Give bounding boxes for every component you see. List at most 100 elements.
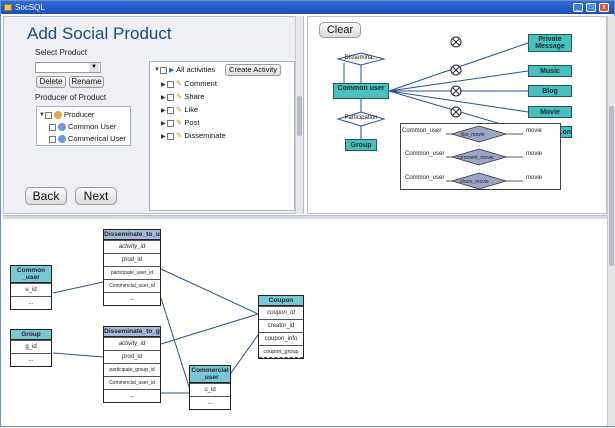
checkbox[interactable] [167,132,174,140]
entity-field: participate_user_id [104,266,160,279]
tree-item-producer[interactable]: ▼Producer [39,110,95,120]
popup-left: Common_user [402,128,442,134]
minimize-button[interactable]: _ [573,3,583,12]
entity-field: ... [11,296,51,309]
entity-coupon[interactable]: Coupon coupon_id creator_id coupon_info … [258,295,304,359]
entity-common-user[interactable]: Common _user u_id ... [10,265,52,310]
close-button[interactable]: x [599,3,609,12]
wrench-icon: ✎ [176,131,183,140]
wrench-icon: ✎ [176,92,183,101]
checkbox[interactable] [45,111,52,119]
link-markers [450,36,462,118]
checkbox[interactable] [49,123,56,131]
expand-icon[interactable]: ▼ [39,112,45,119]
checkbox[interactable] [167,119,174,127]
app-icon [4,4,12,11]
blog-node[interactable]: Blog [528,85,572,97]
entity-field: ... [104,389,160,402]
window-scrollbar[interactable] [607,16,615,426]
wrench-icon: ✎ [176,118,183,127]
expand-icon[interactable]: ▶ [161,107,166,114]
entity-title: Common _user [11,266,51,283]
activity-item[interactable]: ▶✎ Post [161,118,200,127]
play-icon: ▶ [169,67,175,74]
vertical-scrollbar[interactable] [295,16,303,214]
popup-left: Common_user [405,151,445,157]
disseminate-diamond-label[interactable]: Dissemina... [344,55,378,61]
window-title: SocSQL [15,3,45,12]
entity-field: Commercial_user_id [104,376,160,389]
entity-commercial-user[interactable]: Commercial _user u_id ... [189,365,231,410]
checkbox[interactable] [160,66,167,74]
common-user-node[interactable]: Common user [333,83,389,99]
expand-icon[interactable]: ▶ [161,81,166,88]
delete-button[interactable]: Delete [36,76,66,88]
expand-icon[interactable]: ▼ [154,67,160,74]
popup-right: movie [526,128,543,134]
entity-field: prod_id [104,350,160,363]
entity-disseminate-g[interactable]: Disseminate_to_g activity_id prod_id par… [103,326,161,403]
popup-right: movie [526,151,543,157]
activity-item[interactable]: ▶✎ Like [161,105,199,114]
entity-title: Disseminate_to_g [104,327,160,337]
entity-field: activity_id [104,337,160,350]
product-select[interactable]: ▼ [35,62,101,73]
entity-field: ... [104,292,160,305]
checkbox[interactable] [49,135,56,143]
clear-button[interactable]: Clear [319,22,361,38]
diamond-disseminate [336,52,386,66]
diamond-participation [336,111,386,127]
entity-field: creator_id [259,319,303,332]
entity-group[interactable]: Group g_id ... [10,329,52,367]
next-button[interactable]: Next [75,187,117,205]
user-icon [58,123,66,132]
scroll-thumb[interactable] [297,96,302,136]
expand-icon[interactable]: ▶ [161,94,166,101]
checkbox[interactable] [167,106,174,114]
entity-field: ... [11,353,51,366]
entity-field: u_id [190,383,230,396]
entity-title: Group [11,330,51,340]
maximize-button[interactable]: □ [586,3,596,12]
entity-field: Commercial_user_id [104,279,160,292]
activity-item[interactable]: ▶✎ Disseminate [161,131,226,140]
splitter[interactable] [3,215,607,219]
entity-field: u_id [11,283,51,296]
tree-item-all-activities[interactable]: ▼▶ All activities [154,65,216,74]
group-node[interactable]: Group [345,139,377,151]
wrench-icon: ✎ [176,105,183,114]
checkbox[interactable] [167,80,174,88]
back-button[interactable]: Back [25,187,67,205]
music-node[interactable]: Music [528,65,572,77]
entity-title: Coupon [259,296,303,306]
tree-item-commercial-user[interactable]: Commerical User [49,134,126,144]
entity-title: Disseminate_to_u [104,230,160,240]
entity-field: participate_group_id [104,363,160,376]
entity-title: Commercial _user [190,366,230,383]
checkbox[interactable] [167,93,174,101]
title-bar: SocSQL _ □ x [1,1,614,14]
activity-item[interactable]: ▶✎ Comment [161,79,217,88]
activity-item[interactable]: ▶✎ Share [161,92,205,101]
scroll-thumb[interactable] [609,106,614,266]
page-title: Add Social Product [27,24,172,43]
popup-relation: share_movie [460,179,489,185]
rename-button[interactable]: Rename [69,76,104,88]
chevron-down-icon[interactable]: ▼ [89,63,99,72]
popup-right: movie [526,175,543,181]
create-activity-button[interactable]: Create Activity [225,64,281,76]
select-product-label: Select Product [35,48,88,57]
private-message-node[interactable]: Private Message [528,34,572,52]
movie-node[interactable]: Movie [528,106,572,118]
entity-field: coupon_group [259,345,303,358]
participation-diamond-label[interactable]: Participation [344,115,378,121]
entity-disseminate-u[interactable]: Disseminate_to_u activity_id prod_id par… [103,229,161,306]
expand-icon[interactable]: ▶ [161,120,166,127]
expand-icon[interactable]: ▶ [161,133,166,140]
entity-field: prod_id [104,253,160,266]
tree-item-common-user[interactable]: Common User [49,122,116,132]
entity-field: coupon_info [259,332,303,345]
